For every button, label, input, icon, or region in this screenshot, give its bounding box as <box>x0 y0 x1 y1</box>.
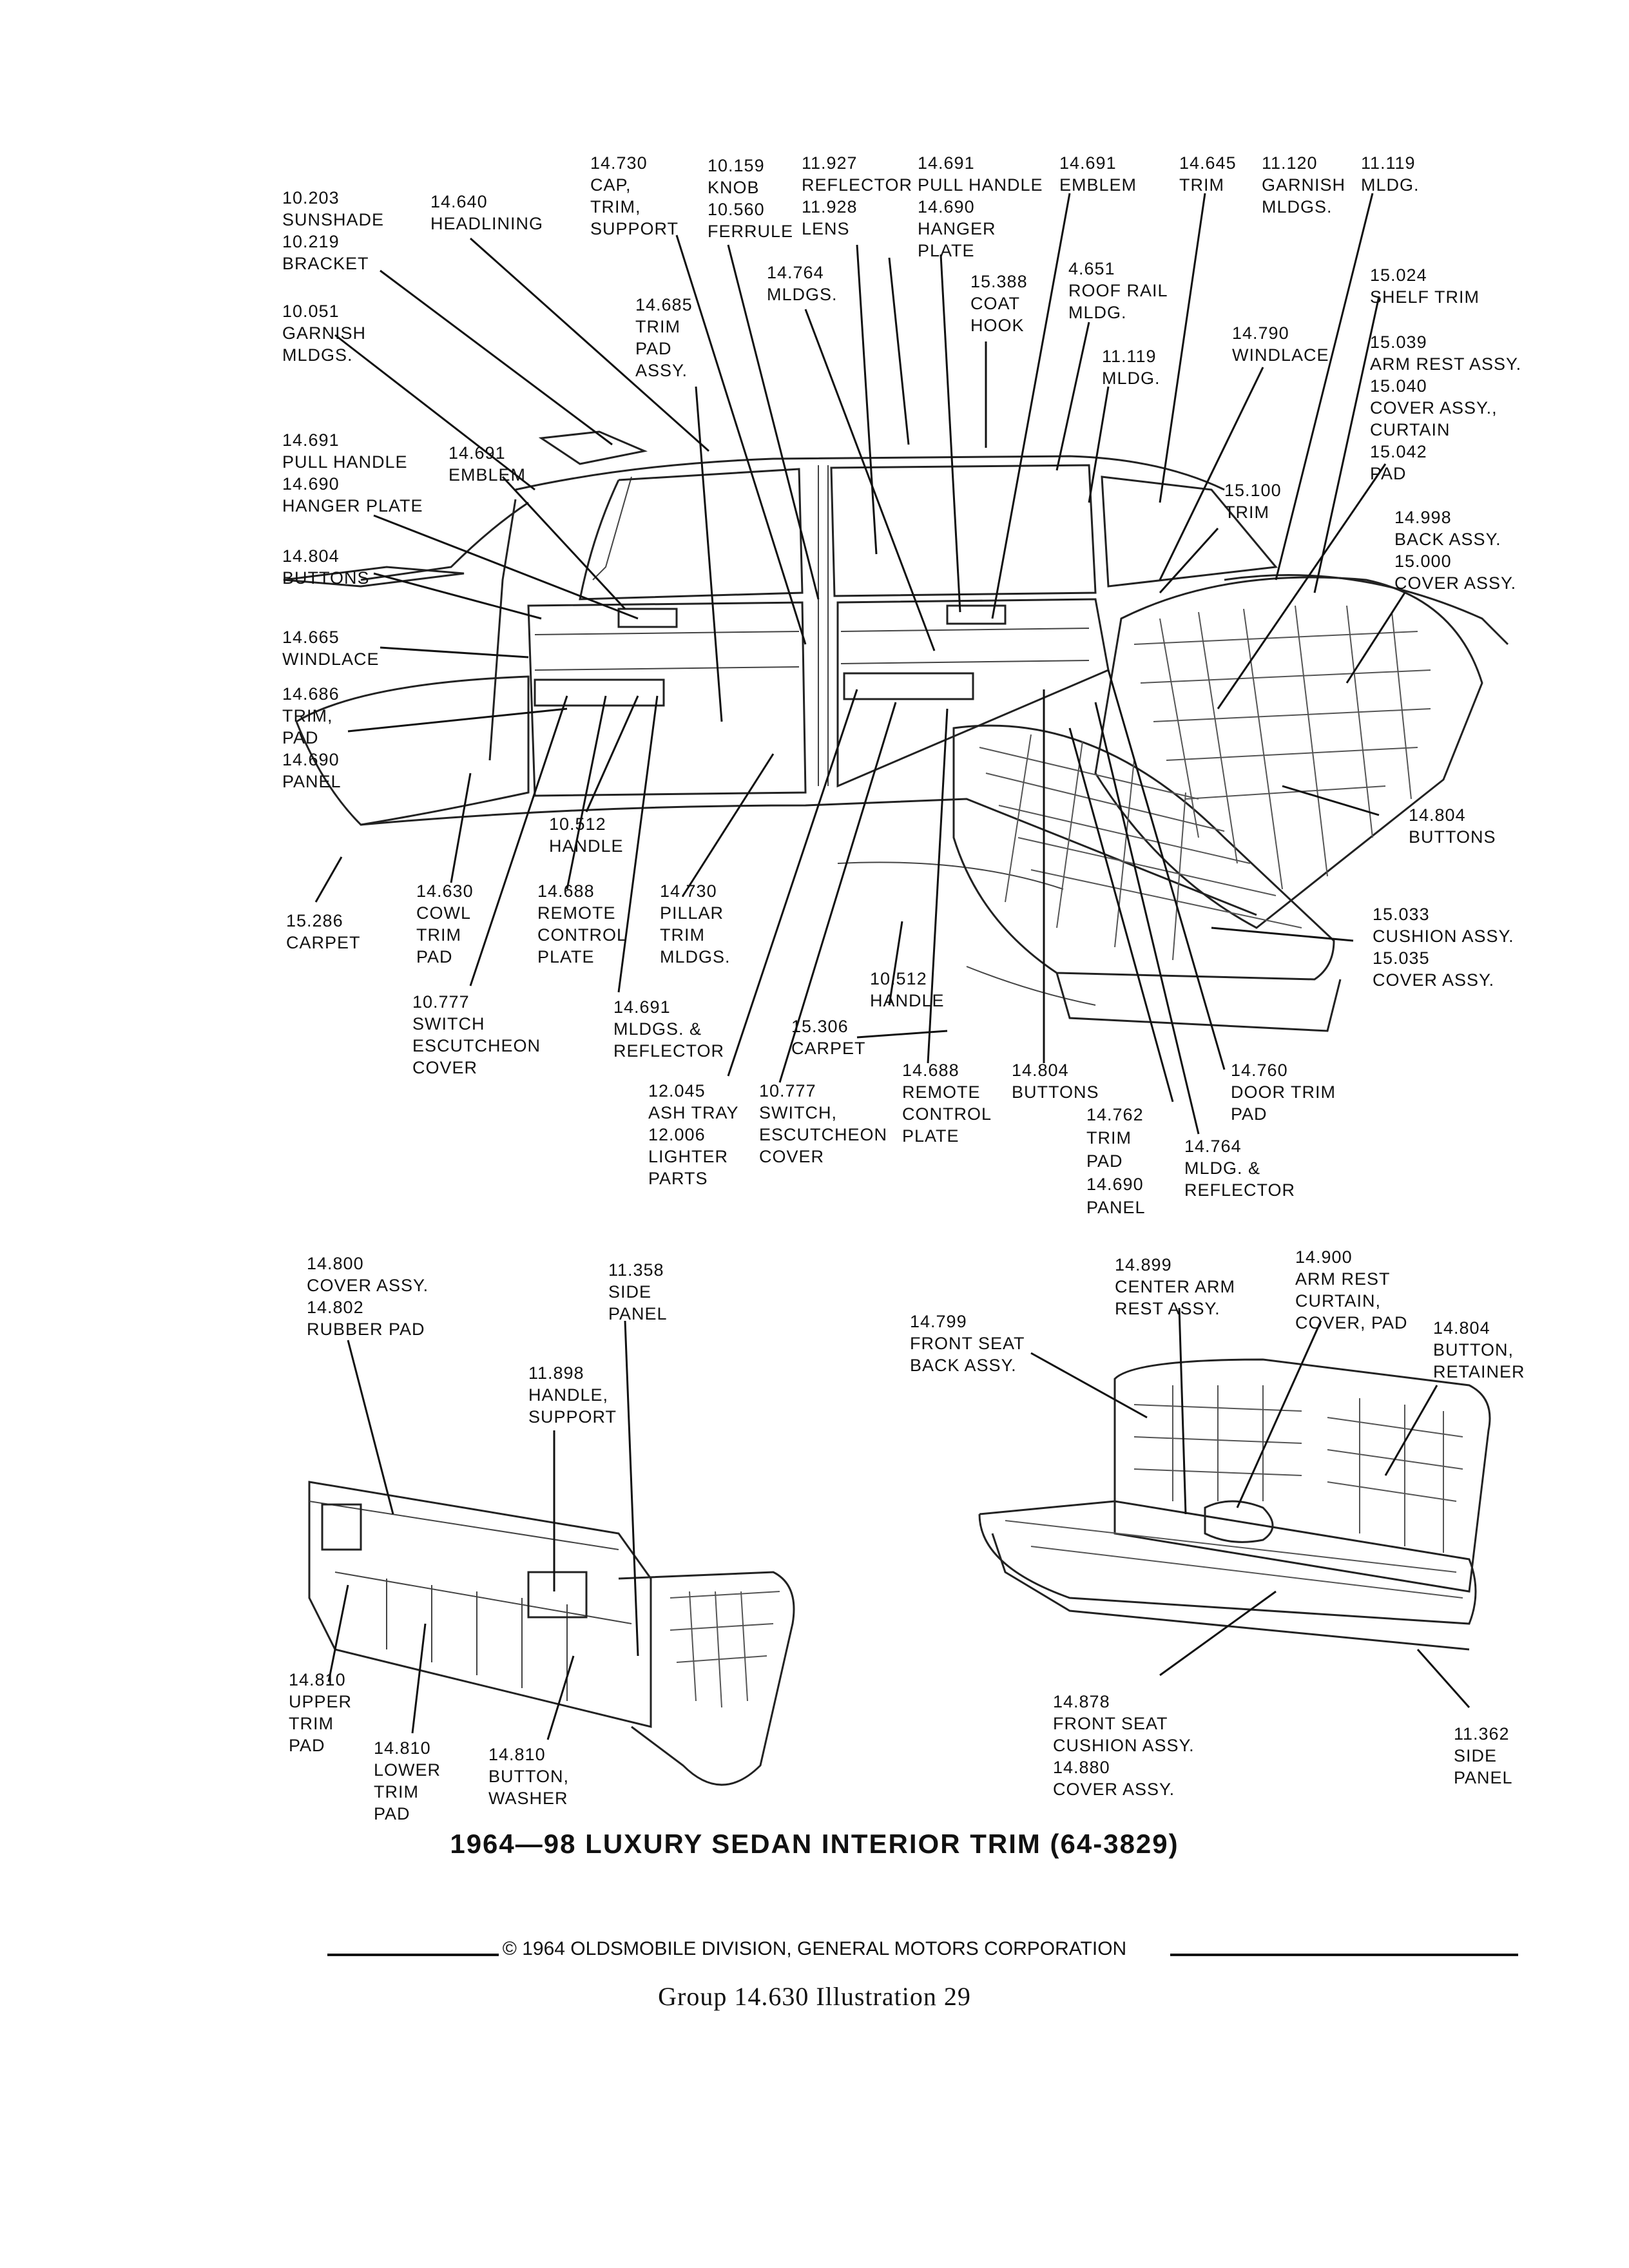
copyright-line: © 1964 OLDSMOBILE DIVISION, GENERAL MOTO… <box>0 1938 1629 1960</box>
front-seat-drawing <box>978 1358 1491 1651</box>
copyright-text: © 1964 OLDSMOBILE DIVISION, GENERAL MOTO… <box>498 1938 1131 1959</box>
footer-rule-right <box>1170 1954 1518 1956</box>
diagram-title: 1964—98 LUXURY SEDAN INTERIOR TRIM (64-3… <box>450 1829 1179 1859</box>
leader-lines <box>314 193 1470 1740</box>
group-illustration: Group 14.630 Illustration 29 <box>658 1982 971 2011</box>
door-trim-panel-drawing <box>308 1481 795 1786</box>
